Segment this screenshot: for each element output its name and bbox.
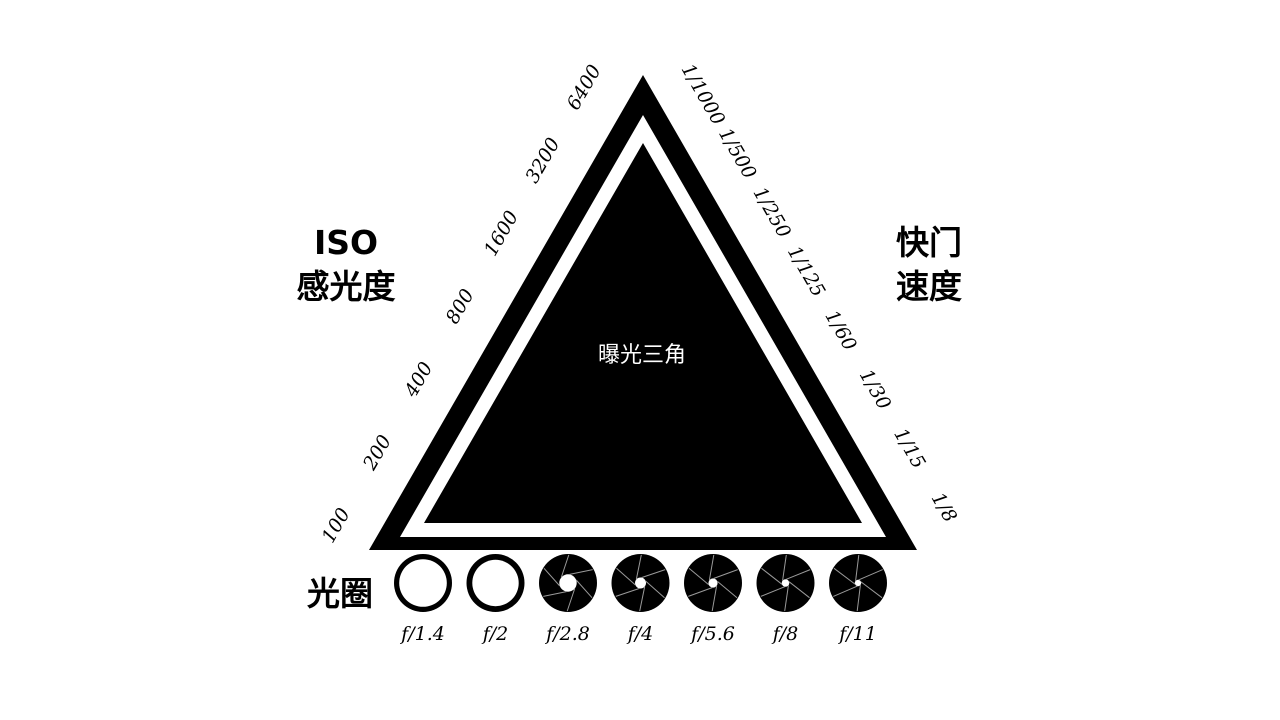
aperture-label: f/4 [626, 623, 654, 645]
shutter-value-label: 1/500 [714, 124, 760, 182]
shutter-value-label: 1/8 [927, 489, 961, 526]
shutter-value-label: 1/1000 [677, 60, 729, 129]
aperture-label: f/11 [837, 623, 877, 645]
iso-value-label: 800 [442, 285, 479, 327]
iso-value-label: 200 [358, 431, 396, 474]
center-label: 曝光三角 [598, 343, 686, 368]
iso-value-label: 3200 [521, 134, 564, 187]
aperture-icon [756, 554, 815, 612]
iso-subtitle: 感光度 [297, 267, 396, 306]
shutter-value-label: 1/125 [783, 242, 829, 300]
aperture-row: f/1.4 f/2 f/2.8 f/4 f/5.6 f/8 f/11 [394, 554, 887, 645]
aperture-label: f/1.4 [399, 623, 445, 645]
shutter-value-label: 1/30 [855, 366, 895, 414]
aperture-icon [684, 554, 742, 612]
aperture-label: f/5.6 [689, 623, 735, 645]
aperture-icon [829, 554, 887, 612]
aperture-icon [466, 554, 525, 612]
iso-value-label: 6400 [563, 61, 606, 114]
aperture-icon [394, 554, 452, 612]
shutter-value-label: 1/60 [820, 307, 860, 355]
shutter-value-label: 1/250 [749, 183, 795, 241]
triangle-inner [424, 143, 862, 523]
aperture-title: 光圈 [307, 574, 373, 613]
aperture-label: f/2.8 [544, 623, 590, 645]
iso-value-label: 1600 [480, 207, 523, 260]
shutter-value-label: 1/15 [889, 425, 929, 473]
aperture-label: f/2 [481, 623, 509, 645]
aperture-label: f/8 [771, 623, 799, 645]
iso-value-label: 400 [400, 358, 438, 401]
iso-value-label: 100 [318, 504, 355, 546]
aperture-icon [611, 554, 670, 612]
shutter-subtitle: 速度 [896, 267, 962, 306]
shutter-title: 快门 [896, 223, 962, 262]
iso-title: ISO [314, 223, 378, 262]
aperture-icon [539, 554, 597, 612]
